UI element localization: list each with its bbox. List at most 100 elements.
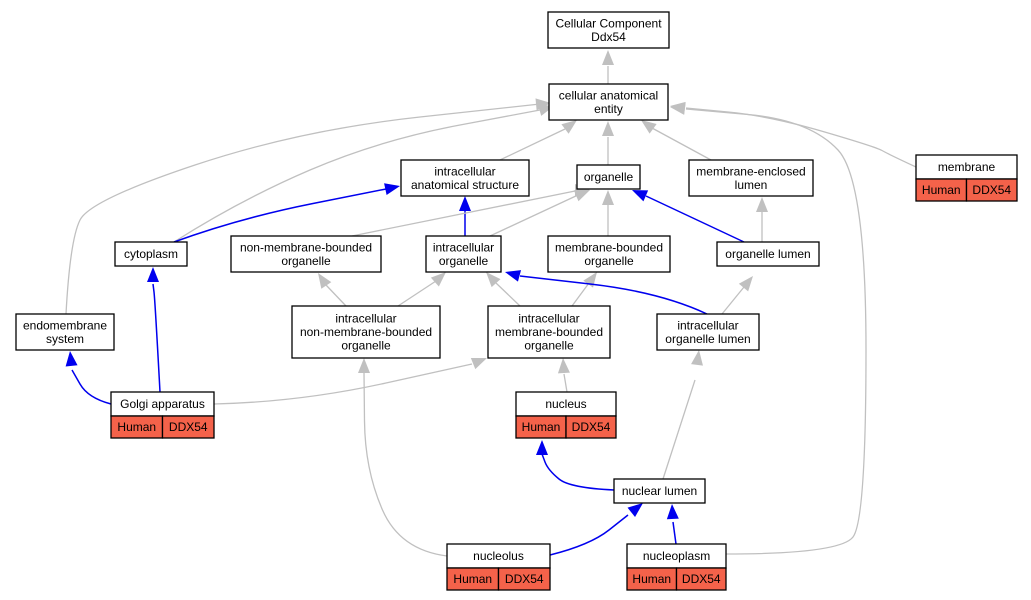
arrowhead-icon [430, 272, 446, 287]
node-label: system [46, 332, 84, 346]
node-box [548, 83, 669, 121]
node-box [446, 543, 551, 569]
edge-cytoplasm-to-ias [173, 183, 400, 243]
node-box [613, 478, 706, 504]
gene-tag-label: DDX54 [169, 420, 208, 434]
edge-ias-to-cae [499, 120, 577, 161]
edge-line [685, 107, 917, 168]
node-label: nucleoplasm [643, 549, 710, 563]
node-label: membrane [938, 160, 996, 174]
edge-golgi-to-imbo [213, 358, 487, 405]
gene-tag [497, 567, 551, 591]
edge-nl-to-iol [662, 350, 703, 480]
node-box [15, 313, 115, 351]
node-cytoplasm[interactable]: cytoplasm [114, 241, 188, 267]
node-label: membrane-enclosed [696, 164, 805, 178]
node-box [515, 391, 617, 417]
node-label: intracellular [434, 164, 495, 178]
node-label: nuclear lumen [622, 484, 697, 498]
edge-cae-to-root [602, 50, 614, 84]
node-box [425, 235, 502, 273]
node-inmbo[interactable]: intracellularnon-membrane-boundedorganel… [291, 305, 441, 359]
arrowhead-icon [602, 190, 614, 205]
edge-line [662, 379, 696, 480]
edge-inmbo-to-nmbo [318, 273, 347, 307]
edge-line [495, 282, 521, 307]
edge-nucleoplasm-to-cae [670, 102, 867, 555]
edge-line [721, 286, 745, 315]
node-label: organelle [524, 339, 574, 353]
node-box [716, 241, 820, 267]
node-label: organelle [584, 170, 634, 184]
arrowhead-icon [486, 272, 501, 288]
node-label: organelle [341, 339, 391, 353]
node-label: membrane-bounded [495, 325, 603, 339]
edge-line [71, 369, 112, 405]
gene-tag-label: DDX54 [572, 420, 611, 434]
edge-line [173, 109, 541, 243]
edge-golgi-to-es [65, 351, 112, 405]
node-label: organelle lumen [665, 332, 750, 346]
edge-line [397, 280, 437, 307]
node-label: organelle [439, 254, 489, 268]
arrowhead-icon [670, 102, 686, 115]
node-box [110, 391, 215, 417]
gene-tag [565, 415, 617, 439]
node-label: nucleus [545, 397, 586, 411]
node-label: Cellular Component [555, 16, 662, 30]
node-label: organelle [584, 254, 634, 268]
node-box [688, 159, 814, 197]
node-label: non-membrane-bounded [300, 325, 432, 339]
node-box [291, 305, 441, 359]
edge-line [549, 514, 629, 556]
edge-iol-to-ol [721, 276, 753, 315]
edge-line [173, 188, 387, 243]
edge-nucleolus-to-inmbo [358, 358, 448, 557]
edge-line [645, 195, 745, 243]
edge-iol-to-io [505, 270, 708, 315]
arrowhead-icon [641, 120, 657, 134]
species-tag-label: Human [632, 572, 671, 586]
edge-line [563, 373, 568, 393]
gene-tag-label: DDX54 [682, 572, 721, 586]
arrowhead-icon [738, 276, 753, 292]
node-label: Golgi apparatus [120, 397, 205, 411]
edge-imbo-to-mbo [571, 272, 597, 307]
node-box [547, 11, 670, 49]
node-ol[interactable]: organelle lumen [716, 241, 820, 267]
arrowhead-icon [459, 196, 471, 211]
edge-line [213, 363, 473, 405]
node-nl[interactable]: nuclear lumen [613, 478, 706, 504]
edge-mbo-to-organelle [602, 190, 614, 236]
node-label: intracellular [677, 318, 738, 332]
node-organelle[interactable]: organelle [576, 164, 641, 190]
arrowhead-icon [627, 503, 643, 518]
arrowhead-icon [384, 183, 400, 196]
edge-line [325, 284, 347, 307]
arrowhead-icon [470, 358, 487, 370]
edge-organelle-to-cae [602, 121, 614, 165]
edge-ol-to-mel [756, 197, 768, 242]
edge-line [672, 521, 677, 545]
arrowhead-icon [318, 273, 332, 289]
edge-line [571, 282, 590, 307]
node-label: intracellular [518, 312, 579, 326]
gene-tag-label: DDX54 [972, 183, 1011, 197]
edge-line [351, 189, 581, 237]
